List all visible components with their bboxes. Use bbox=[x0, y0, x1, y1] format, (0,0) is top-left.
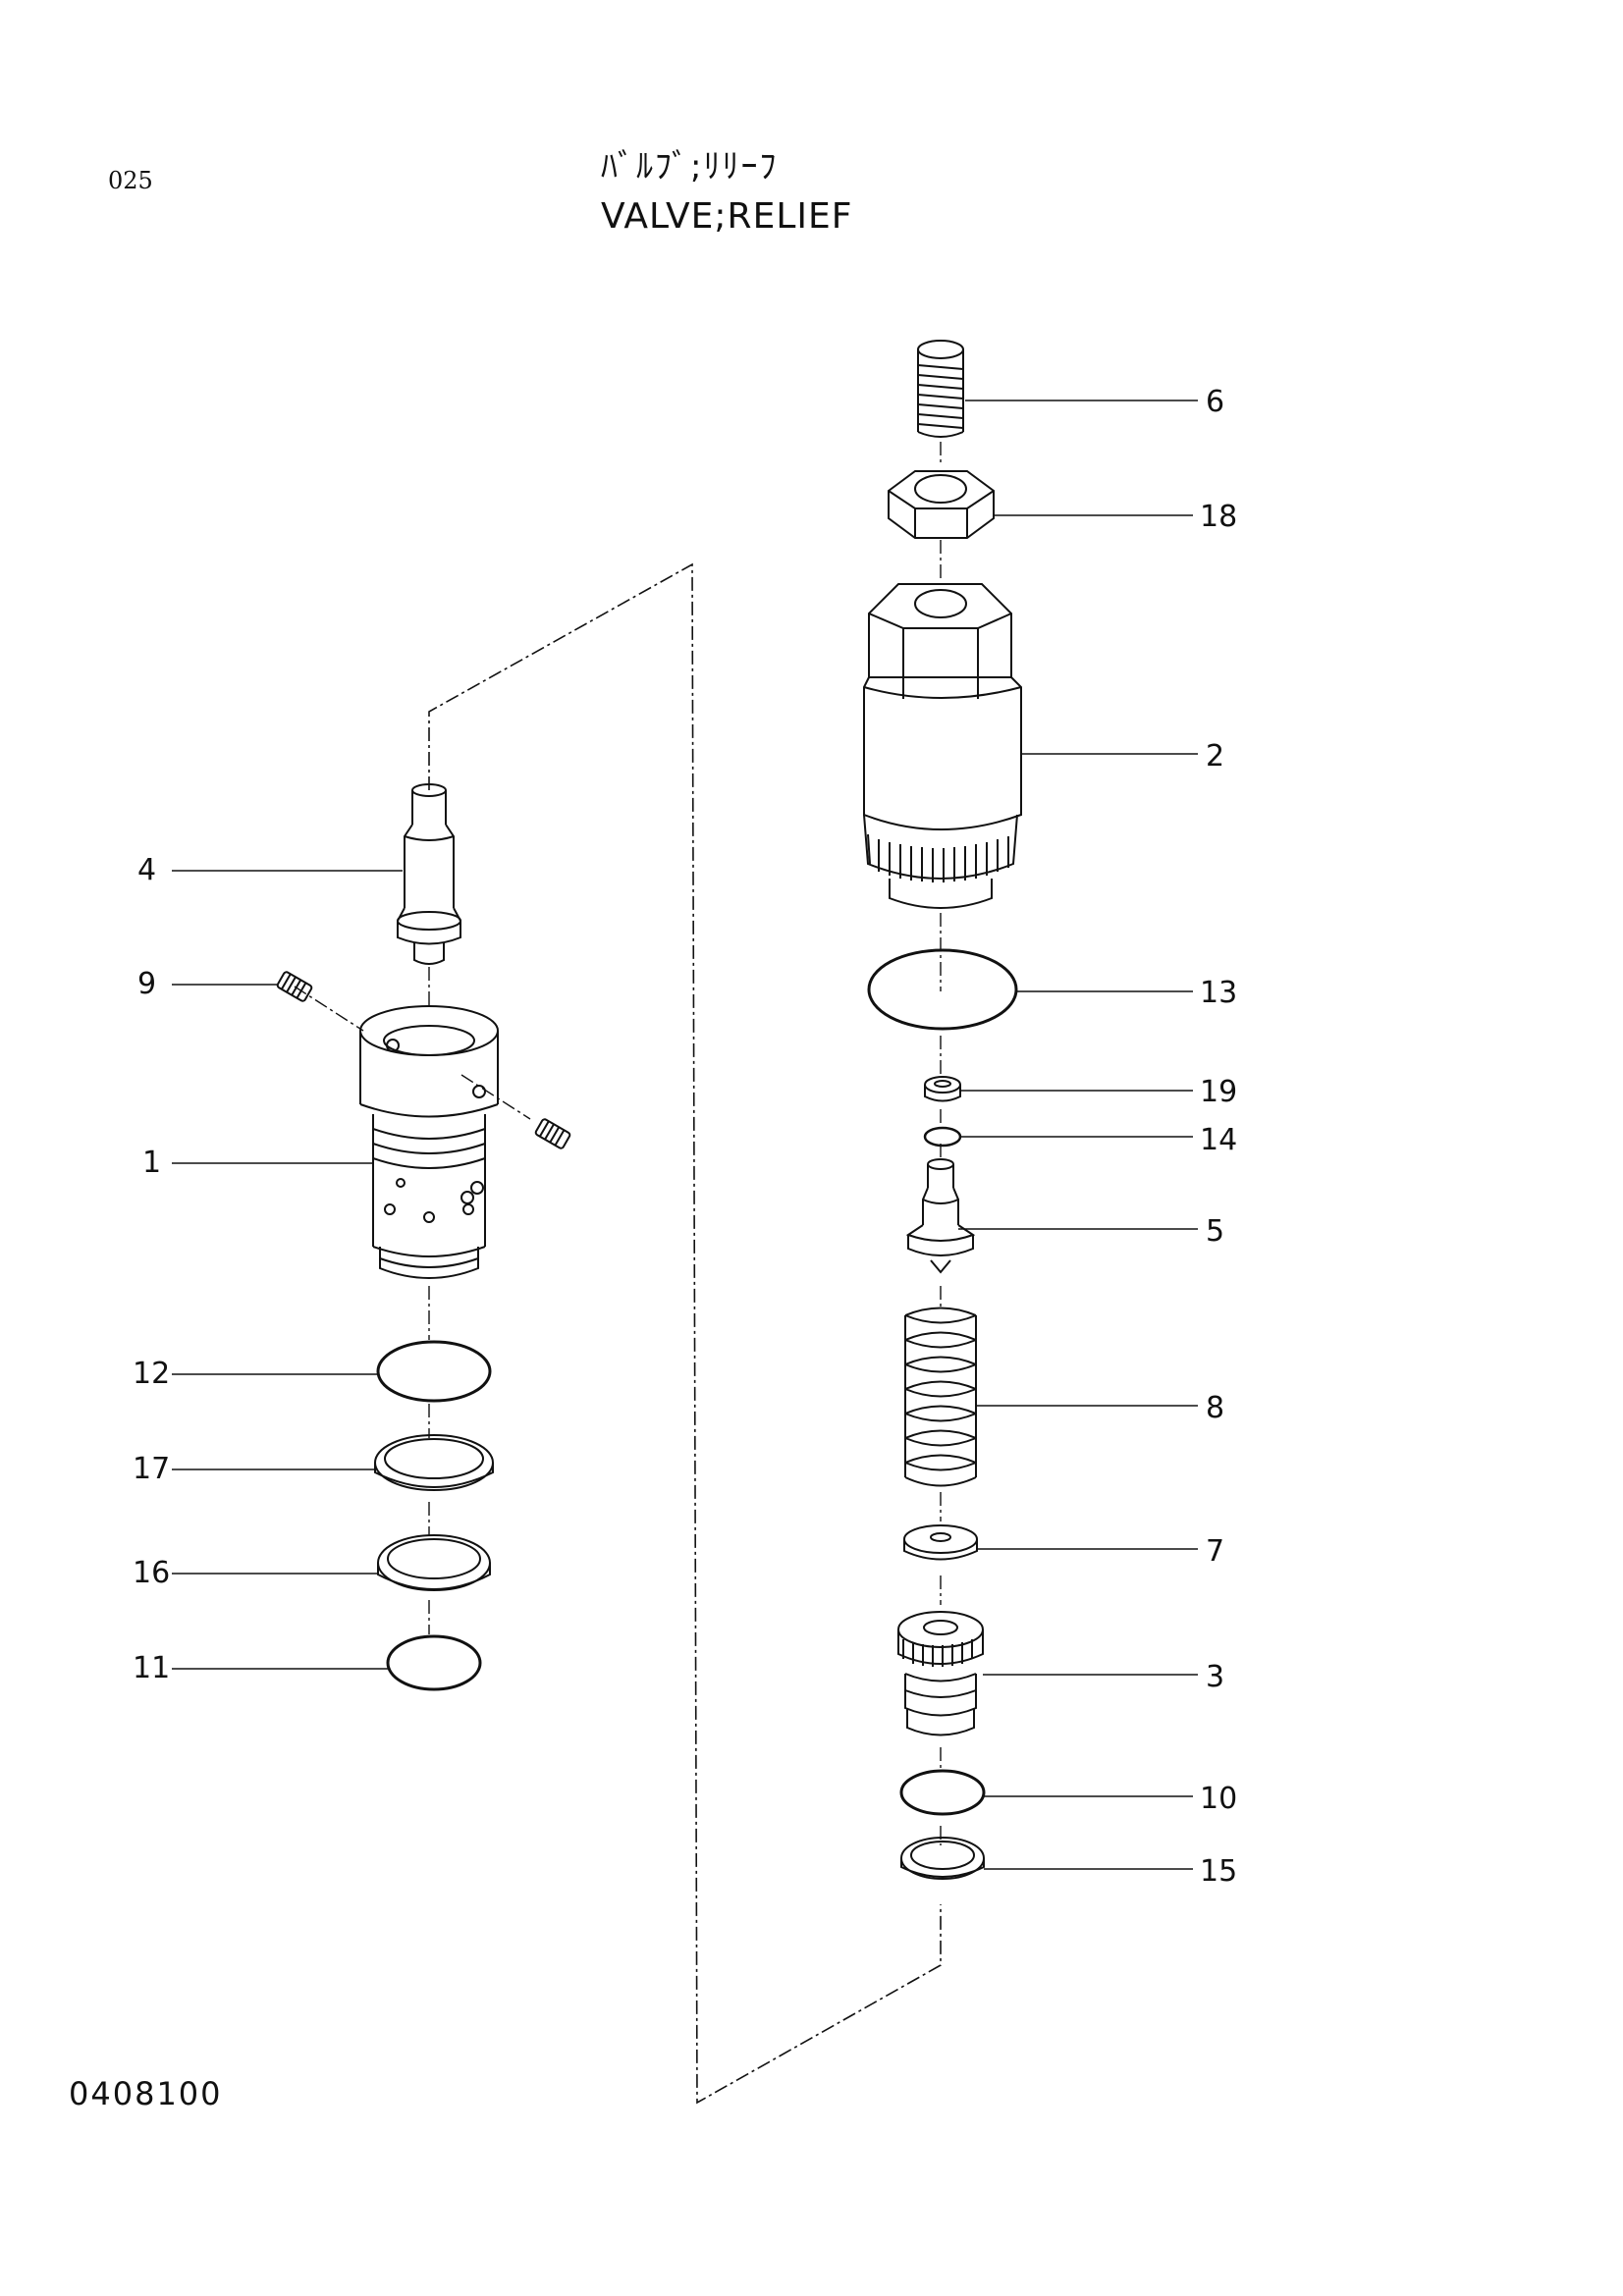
callout-label-4: 4 bbox=[137, 853, 157, 887]
part-4-poppet bbox=[398, 784, 460, 964]
callout-label-18: 18 bbox=[1200, 500, 1238, 534]
callout-label-19: 19 bbox=[1200, 1075, 1238, 1109]
part-10-o-ring bbox=[901, 1771, 984, 1814]
callout-label-11: 11 bbox=[133, 1651, 171, 1685]
callout-label-8: 8 bbox=[1206, 1391, 1225, 1425]
callout-label-12: 12 bbox=[133, 1357, 171, 1391]
title-english: VALVE;RELIEF bbox=[601, 196, 853, 237]
left-center-axis bbox=[295, 967, 530, 1634]
part-11-o-ring bbox=[388, 1636, 480, 1689]
callout-label-15: 15 bbox=[1200, 1854, 1238, 1889]
part-16-backup-ring bbox=[378, 1535, 490, 1590]
part-18-lock-nut bbox=[889, 471, 994, 538]
left-leader-lines bbox=[172, 871, 403, 1669]
callout-label-10: 10 bbox=[1200, 1782, 1238, 1816]
callout-label-9: 9 bbox=[137, 967, 157, 1001]
drawing-number: 0408100 bbox=[69, 2075, 223, 2112]
part-2-plug-body bbox=[864, 584, 1021, 908]
callout-label-14: 14 bbox=[1200, 1123, 1238, 1157]
callout-label-7: 7 bbox=[1206, 1534, 1225, 1569]
part-15-backup-ring bbox=[901, 1838, 984, 1879]
part-6-adjusting-screw bbox=[918, 341, 963, 437]
assembly-link-lines bbox=[429, 564, 941, 2103]
callout-label-13: 13 bbox=[1200, 976, 1238, 1010]
right-leader-lines bbox=[958, 400, 1198, 1869]
part-3-adjusting-piston bbox=[898, 1612, 983, 1735]
callout-label-17: 17 bbox=[133, 1452, 171, 1486]
part-13-o-ring bbox=[869, 950, 1016, 1029]
part-1-sleeve bbox=[360, 1006, 498, 1278]
part-17-backup-ring bbox=[375, 1435, 493, 1490]
callout-label-5: 5 bbox=[1206, 1214, 1225, 1249]
part-12-o-ring bbox=[378, 1342, 490, 1401]
part-7-spring-seat bbox=[904, 1525, 977, 1560]
callout-label-6: 6 bbox=[1206, 385, 1225, 419]
callout-label-3: 3 bbox=[1206, 1660, 1225, 1694]
callout-label-1: 1 bbox=[142, 1146, 162, 1180]
callout-label-2: 2 bbox=[1206, 739, 1225, 774]
title-japanese: ﾊﾞﾙﾌﾞ;ﾘﾘｰﾌ bbox=[601, 147, 779, 187]
callout-label-16: 16 bbox=[133, 1556, 171, 1590]
page-code: 025 bbox=[108, 167, 153, 194]
part-5-poppet bbox=[908, 1159, 973, 1272]
part-8-spring bbox=[905, 1308, 976, 1486]
part-19-seat bbox=[925, 1077, 960, 1101]
part-9-set-screw bbox=[277, 971, 571, 1149]
part-14-o-ring bbox=[925, 1128, 960, 1146]
